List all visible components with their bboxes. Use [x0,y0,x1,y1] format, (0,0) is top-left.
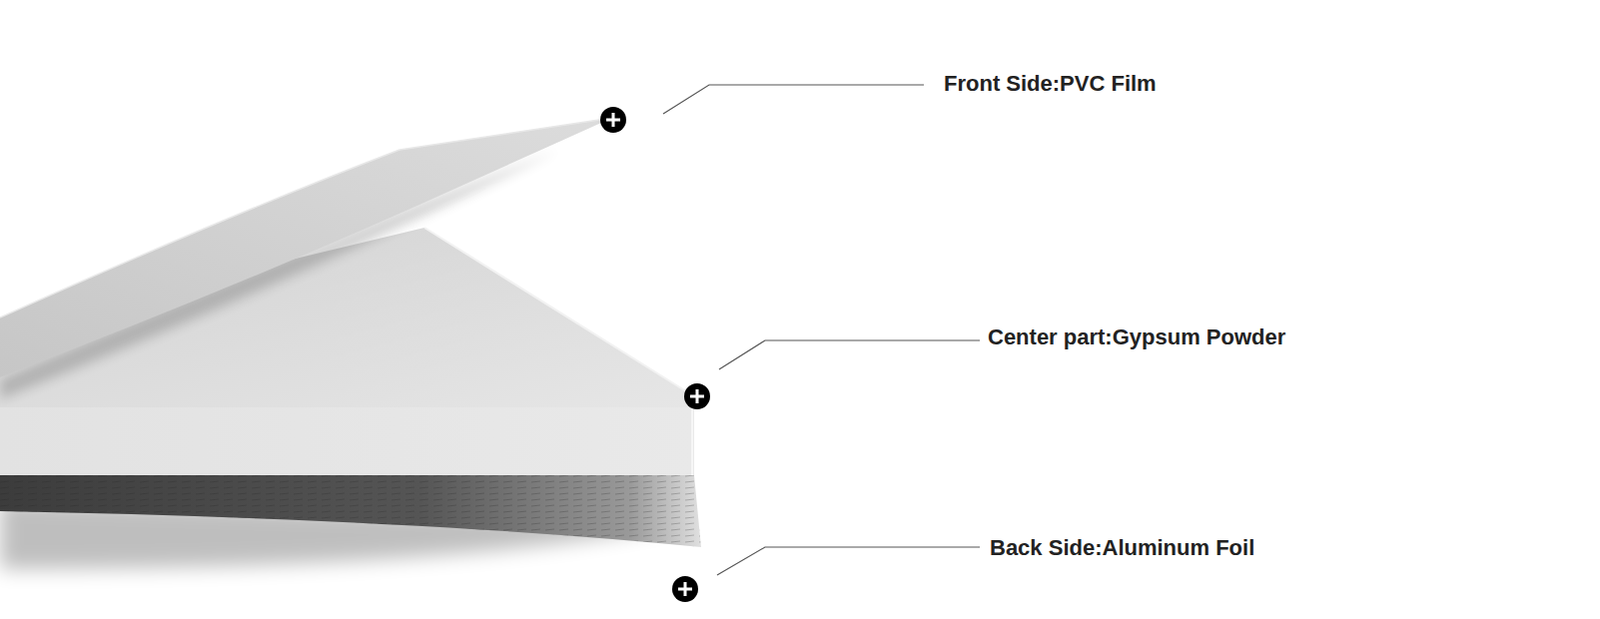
callout-label: Back Side:Aluminum Foil [989,535,1255,562]
plus-icon [600,106,627,133]
plus-icon [684,383,711,410]
callout-label: Center part:Gypsum Powder [987,324,1286,351]
callout-label: Front Side:PVC Film [943,70,1157,97]
plus-icon [672,576,699,603]
